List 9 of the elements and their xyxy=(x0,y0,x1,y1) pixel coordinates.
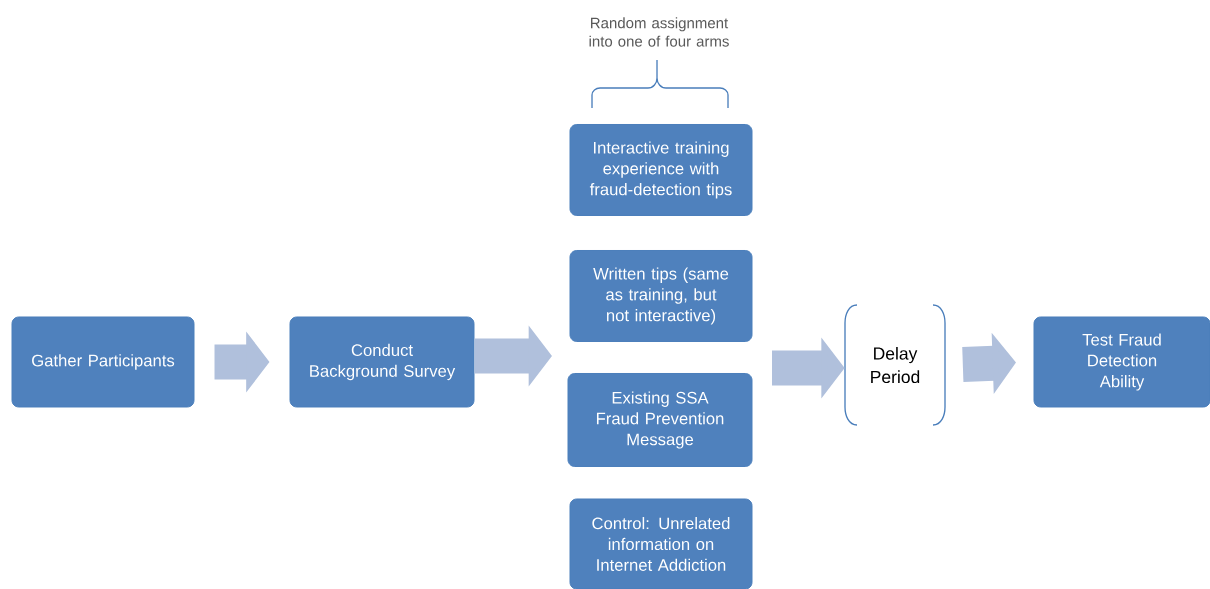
process-box: Written tips (same as training, but not interactive) xyxy=(569,250,753,342)
process-box: Control: Unrelated information on Internet Addiction xyxy=(569,498,753,589)
process-box: Conduct Background Survey xyxy=(289,316,475,408)
process-box: Interactive training experience with fraud-detection tips xyxy=(569,124,753,216)
process-box: Test Fraud Detection Ability xyxy=(1033,316,1210,408)
process-box: Gather Participants xyxy=(11,316,195,408)
bracketed-text-box: Delay Period xyxy=(844,304,946,426)
process-box: Existing SSA Fraud Prevention Message xyxy=(567,373,753,467)
annotation-text: Random assignment into one of four arms xyxy=(589,17,729,47)
